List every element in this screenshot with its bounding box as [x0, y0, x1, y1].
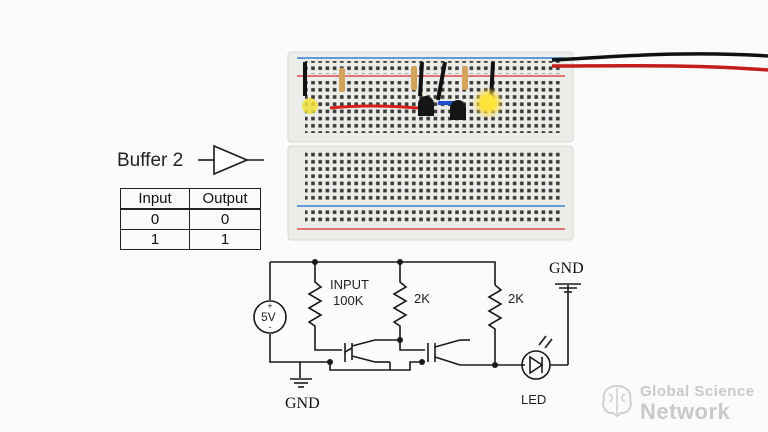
gnd-label-right: GND — [549, 260, 584, 277]
header-output: Output — [189, 188, 261, 210]
table-header-row: Input Output — [120, 188, 261, 210]
transistors — [418, 96, 466, 120]
resistor3-label: 2K — [508, 291, 524, 306]
breadboard-bottom — [287, 145, 574, 241]
table-cell: 1 — [189, 229, 261, 250]
table-cell: 1 — [120, 229, 190, 250]
table-row: 0 0 — [120, 208, 261, 230]
led-on — [472, 87, 504, 119]
breadboard-top — [287, 51, 574, 143]
led-off — [302, 98, 318, 114]
truth-table: Input Output 0 0 1 1 — [120, 188, 261, 250]
watermark-line-1: Global Science — [640, 383, 755, 400]
led-label: LED — [521, 392, 547, 407]
table-row: 1 1 — [120, 229, 261, 250]
input-resistor-label-2: 100K — [333, 293, 364, 308]
resistor2-label: 2K — [414, 291, 430, 306]
red-wire — [329, 104, 419, 110]
header-input: Input — [120, 188, 190, 210]
source-label: 5V — [261, 310, 276, 324]
watermark-line-2: Network — [640, 399, 731, 424]
brain-logo-icon — [602, 384, 632, 418]
resistors — [339, 66, 468, 92]
jumper-wires — [303, 61, 495, 101]
table-cell: 0 — [120, 208, 190, 230]
buffer-label: Buffer 2 — [117, 150, 184, 171]
power-cable — [551, 52, 768, 72]
gnd-label-bottom: GND — [285, 395, 320, 412]
table-cell: 0 — [189, 208, 261, 230]
input-resistor-label-1: INPUT — [330, 277, 369, 292]
